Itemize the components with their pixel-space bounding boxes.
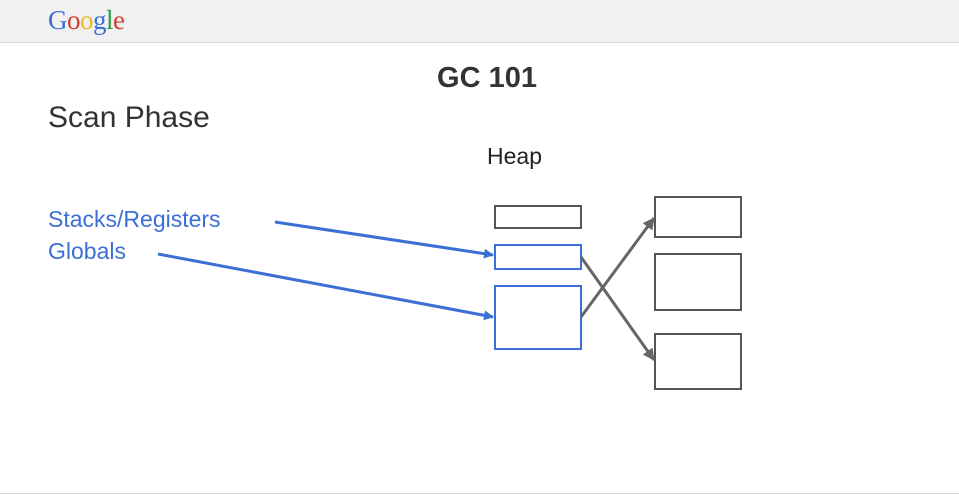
slide-title: GC 101 — [437, 62, 537, 94]
google-logo: Google — [48, 4, 125, 36]
heap-object-middle — [654, 253, 742, 311]
root-label-globals: Globals — [48, 238, 126, 264]
logo-letter: e — [113, 5, 125, 35]
root-label-stacks-registers: Stacks/Registers — [48, 206, 221, 232]
root-pointer-stacks-arrow — [274, 220, 494, 259]
header-bar: Google — [0, 0, 959, 43]
heap-object-target-bottom — [654, 333, 742, 390]
logo-letter: o — [80, 5, 94, 35]
heap-pointer-to-bottom-arrow — [579, 256, 656, 361]
logo-letter: g — [93, 5, 107, 35]
logo-letter: G — [48, 5, 68, 35]
heap-pointer-to-top-arrow — [579, 217, 656, 318]
logo-letter: o — [67, 5, 81, 35]
logo-letter: l — [106, 5, 114, 35]
heap-object-target-top — [654, 196, 742, 238]
heap-object-unreached — [494, 205, 582, 229]
slide-subtitle: Scan Phase — [48, 101, 210, 134]
heap-object-root-stacks — [494, 244, 582, 270]
heap-object-root-globals — [494, 285, 582, 350]
root-pointer-globals-arrow — [157, 252, 494, 321]
heap-label: Heap — [487, 143, 542, 169]
footer-divider — [0, 493, 959, 494]
